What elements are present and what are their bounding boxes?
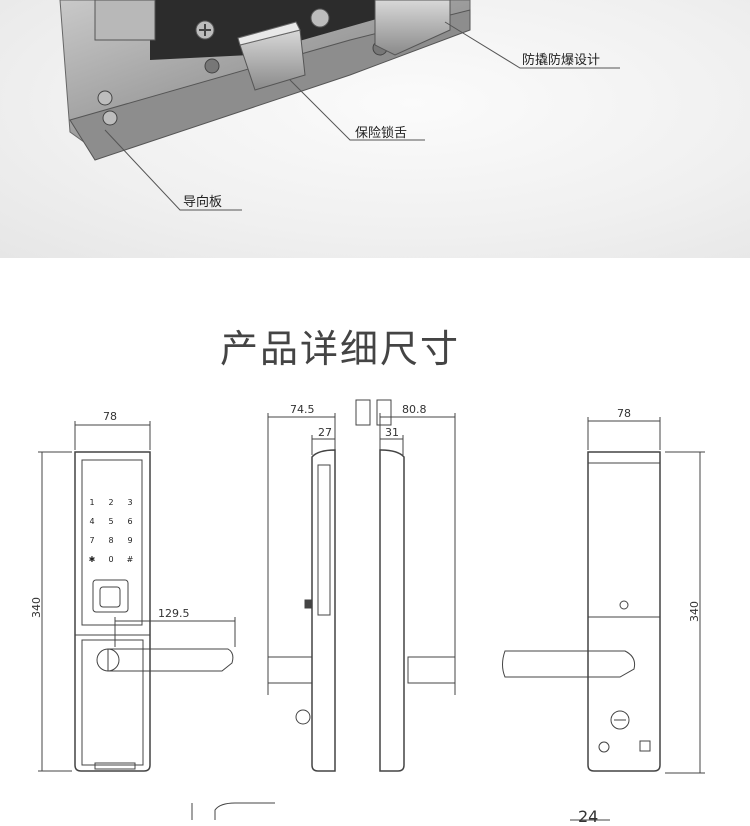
- dim-front-width: 78: [103, 410, 117, 423]
- dimension-drawing: 78 340 129.5 74.5 27 80.8 31 78 340 24 1…: [0, 395, 750, 826]
- back-view: [502, 417, 705, 774]
- dim-front-height: 340: [30, 597, 43, 618]
- keypad-key-4: 4: [89, 517, 95, 526]
- section-title: 产品详细尺寸: [219, 327, 460, 371]
- keypad-key-5: 5: [108, 517, 114, 526]
- product-photo-panel: 防撬防爆设计 保险锁舌 导向板: [0, 0, 750, 258]
- keypad-key-2: 2: [108, 498, 114, 507]
- dim-handle-length: 129.5: [158, 607, 190, 620]
- dim-side-left-depth: 74.5: [290, 403, 315, 416]
- keypad-key-3: 3: [127, 498, 133, 507]
- keypad-key-0: 0: [108, 555, 114, 564]
- lock-body-photo: [59, 0, 620, 211]
- dim-back-height: 340: [688, 601, 701, 622]
- side-view-right: [379, 413, 456, 772]
- dim-side-right-depth: 80.8: [402, 403, 427, 416]
- callout-safety-bolt: 保险锁舌: [355, 126, 408, 141]
- callout-guide-plate: 导向板: [183, 195, 223, 210]
- dim-back-width: 78: [617, 407, 631, 420]
- side-view-left: [267, 413, 336, 772]
- keypad-key-8: 8: [108, 536, 114, 545]
- keypad-key-9: 9: [127, 536, 133, 545]
- keypad-key-7: 7: [89, 536, 95, 545]
- dim-side-left-inner: 27: [318, 426, 332, 439]
- dim-side-right-inner: 31: [385, 426, 399, 439]
- callout-line-guide-plate: [104, 129, 242, 211]
- callout-anti-pry: 防撬防爆设计: [522, 53, 601, 68]
- keypad-key-6: 6: [127, 517, 133, 526]
- callout-line-anti-pry: [444, 21, 620, 69]
- keypad-key-1: 1: [89, 498, 95, 507]
- callout-line-safety-bolt: [289, 79, 425, 141]
- front-view: [38, 421, 236, 772]
- keypad-key-hash: #: [126, 555, 134, 564]
- dim-bottom-partial: 24: [578, 807, 599, 826]
- lock-line-drawing: [38, 399, 705, 821]
- keypad-key-star: ✱: [88, 555, 96, 564]
